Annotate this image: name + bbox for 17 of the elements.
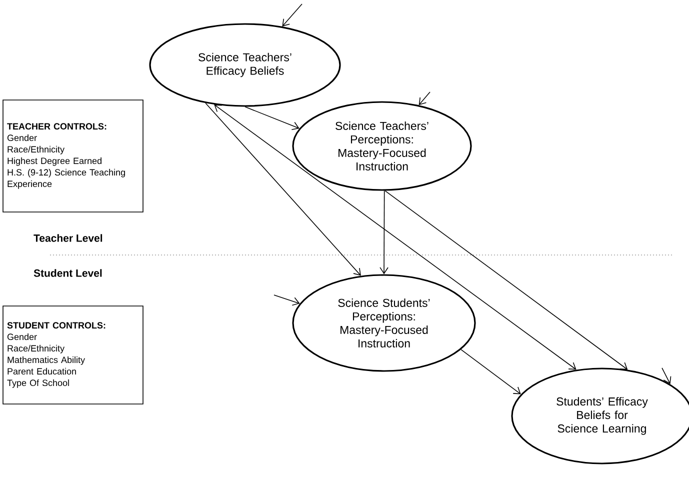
arrow — [380, 190, 388, 274]
arrow — [662, 368, 672, 384]
oval-node: Science Teachers’ Efficacy Beliefs — [149, 23, 341, 107]
controls-box: TEACHER CONTROLS: Gender Race/Ethnicity Highest Degree Earned H.S. (9-12) Science Teaching Experience — [2, 100, 144, 212]
arrow — [244, 106, 300, 130]
arrow — [460, 349, 521, 394]
level-label: Student Level — [34, 269, 102, 277]
arrow — [205, 102, 361, 276]
level-label: Teacher Level — [34, 234, 102, 242]
oval-node: Science Teachers’ Perceptions: Mastery-Focused Instruction — [292, 101, 472, 191]
arrow — [274, 294, 300, 306]
arrow — [384, 190, 628, 370]
controls-box: STUDENT CONTROLS: Gender Race/Ethnicity Mathematics Ability Parent Education Type Of School — [2, 306, 144, 404]
arrow — [214, 104, 576, 370]
arrow — [418, 92, 430, 106]
oval-node: Science Students’ Perceptions: Mastery-Focused Instruction — [292, 274, 476, 372]
arrow — [282, 4, 302, 26]
